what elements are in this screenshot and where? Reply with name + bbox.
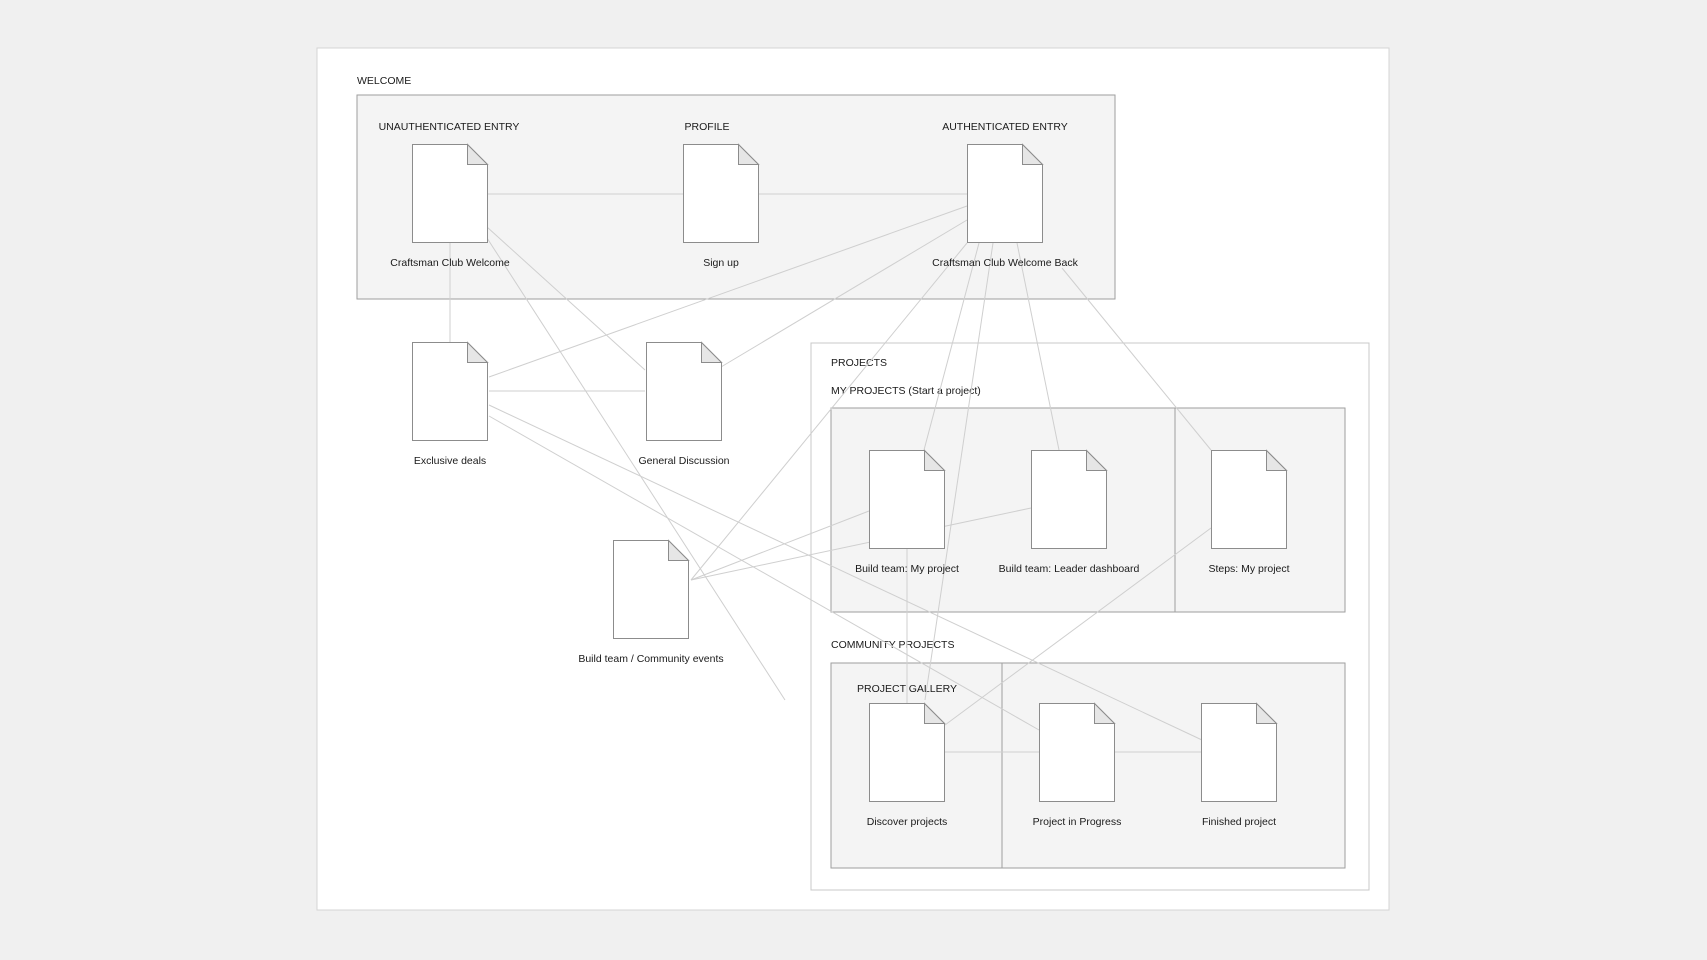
my-projects-heading: MY PROJECTS (Start a project): [831, 385, 981, 397]
page-project-in-progress[interactable]: Project in Progress: [1033, 702, 1122, 829]
welcome-section-title: WELCOME: [357, 75, 411, 87]
page-my-project[interactable]: Build team: My project: [855, 449, 959, 576]
page-label: Craftsman Club Welcome: [390, 257, 510, 269]
page-community-events[interactable]: Build team / Community events: [578, 539, 724, 666]
page-label: Finished project: [1202, 816, 1276, 828]
profile-heading: PROFILE: [685, 121, 730, 133]
page-finished-project[interactable]: Finished project: [1201, 702, 1278, 829]
unauth-entry-heading: UNAUTHENTICATED ENTRY: [379, 121, 520, 133]
projects-section-title: PROJECTS: [831, 357, 887, 369]
page-label: Steps: My project: [1208, 563, 1289, 575]
page-label: Craftsman Club Welcome Back: [932, 257, 1078, 269]
connector-lines: [449, 193, 1212, 753]
page-discover-projects[interactable]: Discover projects: [867, 702, 948, 829]
page-label: Exclusive deals: [414, 455, 486, 467]
page-leader-dashboard[interactable]: Build team: Leader dashboard: [999, 449, 1140, 576]
page-label: Build team / Community events: [578, 653, 723, 665]
page-label: Build team: My project: [855, 563, 959, 575]
community-projects-heading: COMMUNITY PROJECTS: [831, 639, 954, 651]
page-exclusive-deals[interactable]: Exclusive deals: [412, 341, 489, 468]
page-label: General Discussion: [638, 455, 729, 467]
auth-entry-heading: AUTHENTICATED ENTRY: [942, 121, 1068, 133]
page-label: Build team: Leader dashboard: [999, 563, 1140, 575]
page-label: Sign up: [703, 257, 739, 269]
page-sign-up[interactable]: Sign up: [683, 143, 760, 270]
page-welcome-back[interactable]: Craftsman Club Welcome Back: [932, 143, 1079, 270]
page-label: Discover projects: [867, 816, 948, 828]
page-general-discussion[interactable]: General Discussion: [638, 341, 730, 468]
page-label: Project in Progress: [1033, 816, 1122, 828]
page-steps-my-project[interactable]: Steps: My project: [1208, 449, 1290, 576]
page-craftsman-welcome[interactable]: Craftsman Club Welcome: [390, 143, 510, 270]
